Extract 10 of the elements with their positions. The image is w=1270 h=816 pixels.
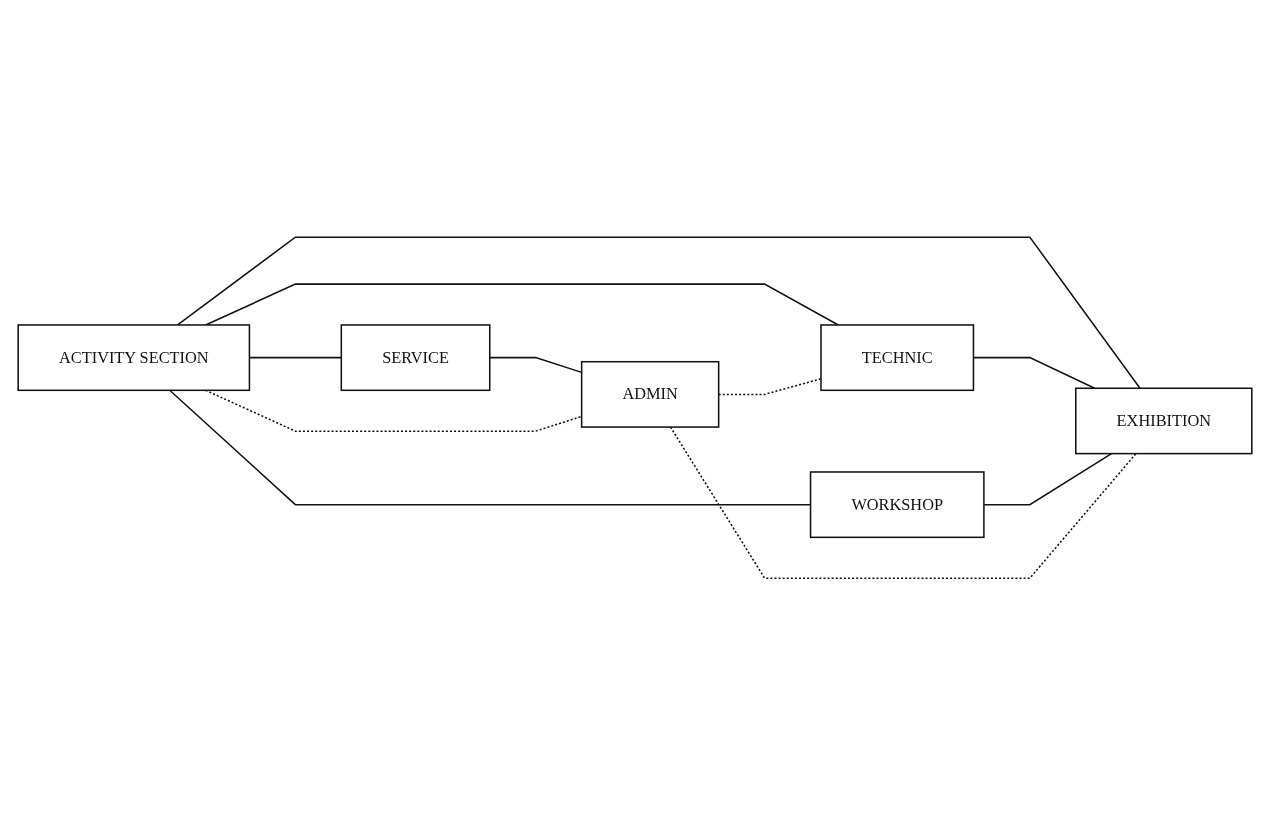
connector	[983, 453, 1113, 506]
node-box: ADMIN	[580, 361, 720, 429]
connector	[204, 283, 840, 327]
node-box: ACTIVITY SECTION	[17, 324, 251, 392]
node-box: SERVICE	[340, 324, 491, 392]
node-box: TECHNIC	[820, 324, 975, 392]
connector	[669, 426, 1137, 580]
node-box: WORKSHOP	[809, 471, 985, 539]
node-box: EXHIBITION	[1075, 387, 1253, 455]
connector	[176, 236, 1141, 390]
